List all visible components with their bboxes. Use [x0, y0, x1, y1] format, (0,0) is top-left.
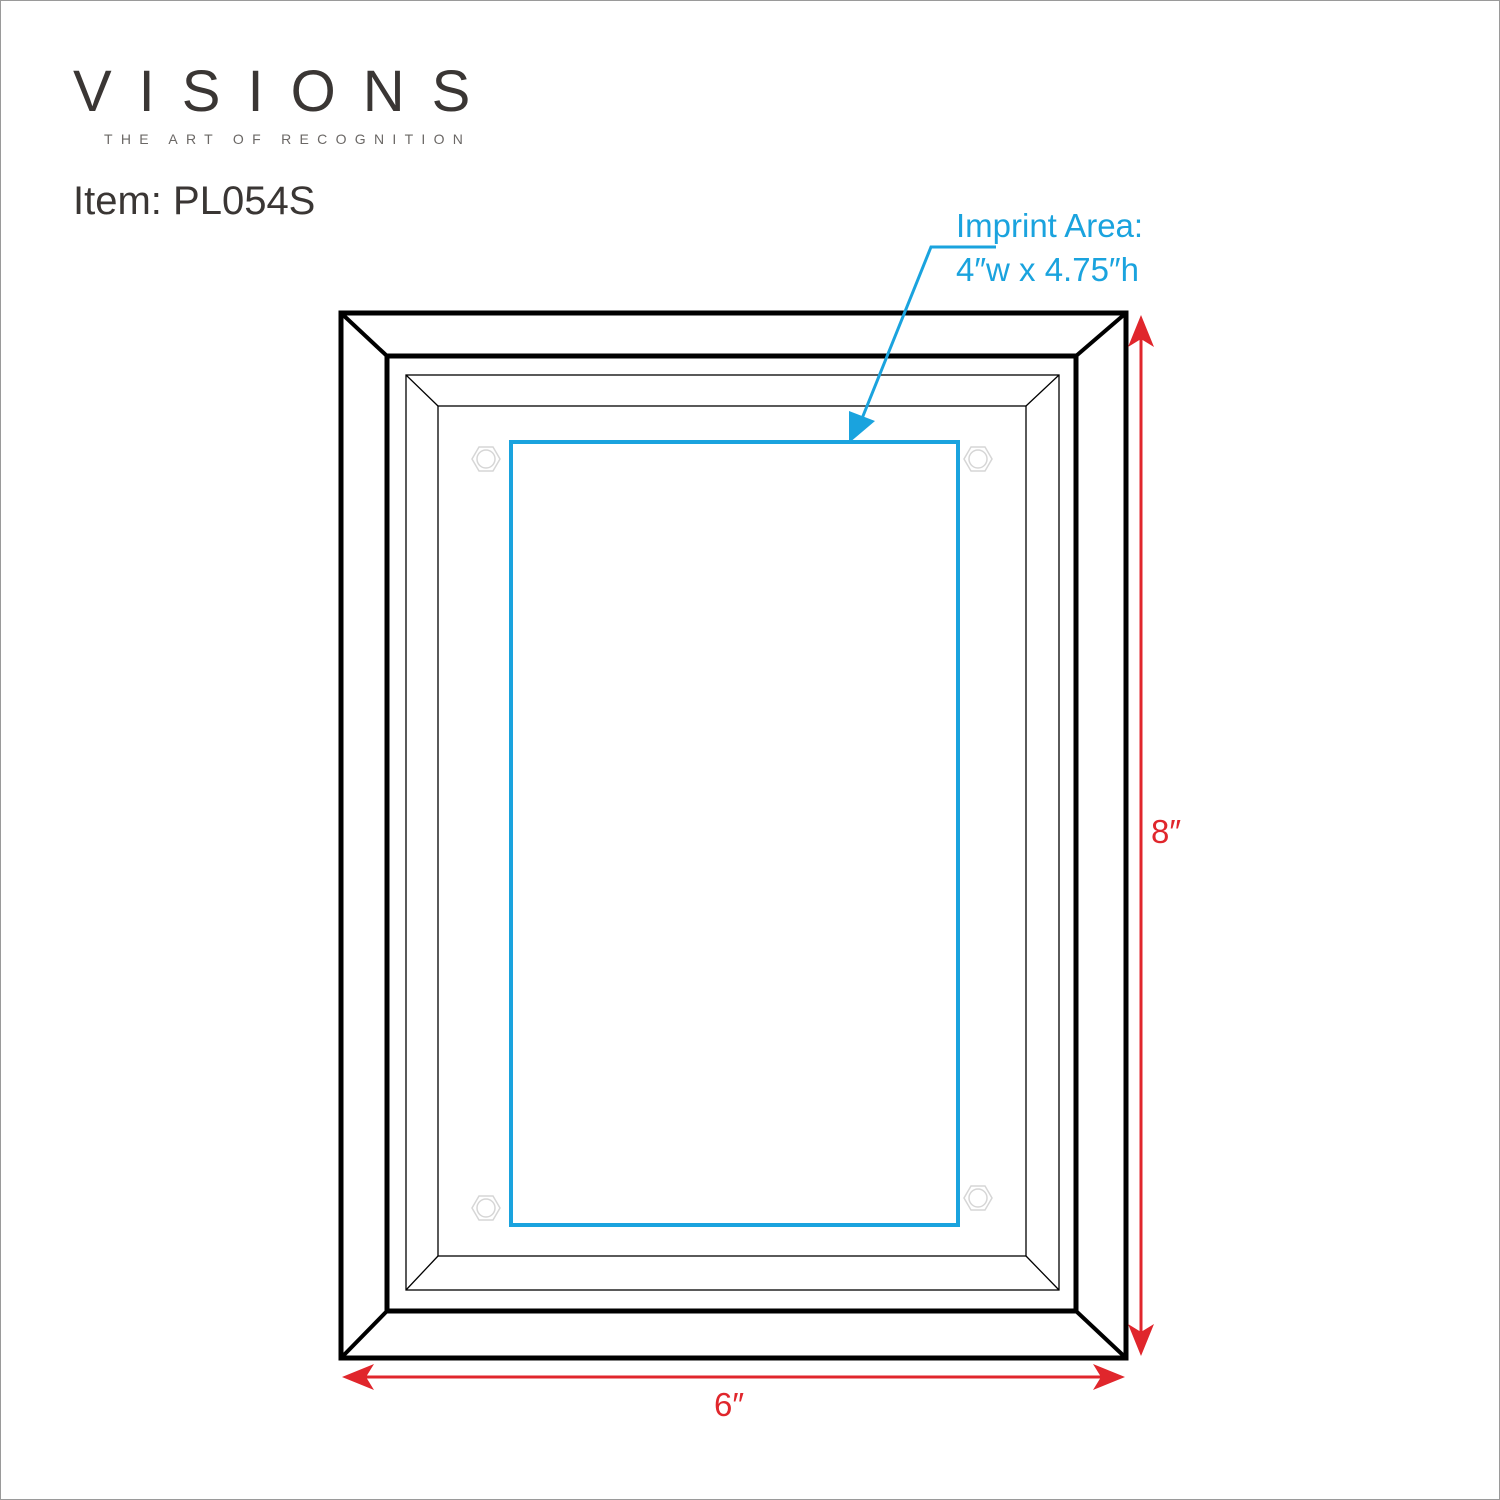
plate-inner [437, 405, 1027, 1257]
plate-outer [405, 374, 1060, 1291]
outer-frame [338, 310, 1129, 1361]
height-label: 8″ [1151, 813, 1182, 850]
standoff-icon-bottom-left [471, 1195, 501, 1221]
imprint-area-size: 4″w x 4.75″h [956, 251, 1139, 288]
frame-bevels [339, 311, 1128, 1360]
standoff-icon-top-left [471, 446, 501, 472]
plate-bevels [405, 374, 1060, 1291]
imprint-area [509, 440, 960, 1227]
brand-tagline: THE ART OF RECOGNITION [104, 131, 472, 147]
brand-logo: VISIONS [73, 59, 498, 124]
imprint-leader-arrow-icon [849, 245, 996, 443]
standoff-icon-bottom-right [963, 1185, 993, 1211]
width-label: 6″ [714, 1386, 745, 1423]
height-dimension-arrow-icon [1128, 315, 1154, 1356]
width-dimension-arrow-icon [342, 1364, 1125, 1390]
inner-frame [384, 353, 1079, 1314]
imprint-area-title: Imprint Area: [956, 207, 1144, 244]
standoff-icon-top-right [963, 446, 993, 472]
item-number: Item: PL054S [73, 179, 316, 223]
